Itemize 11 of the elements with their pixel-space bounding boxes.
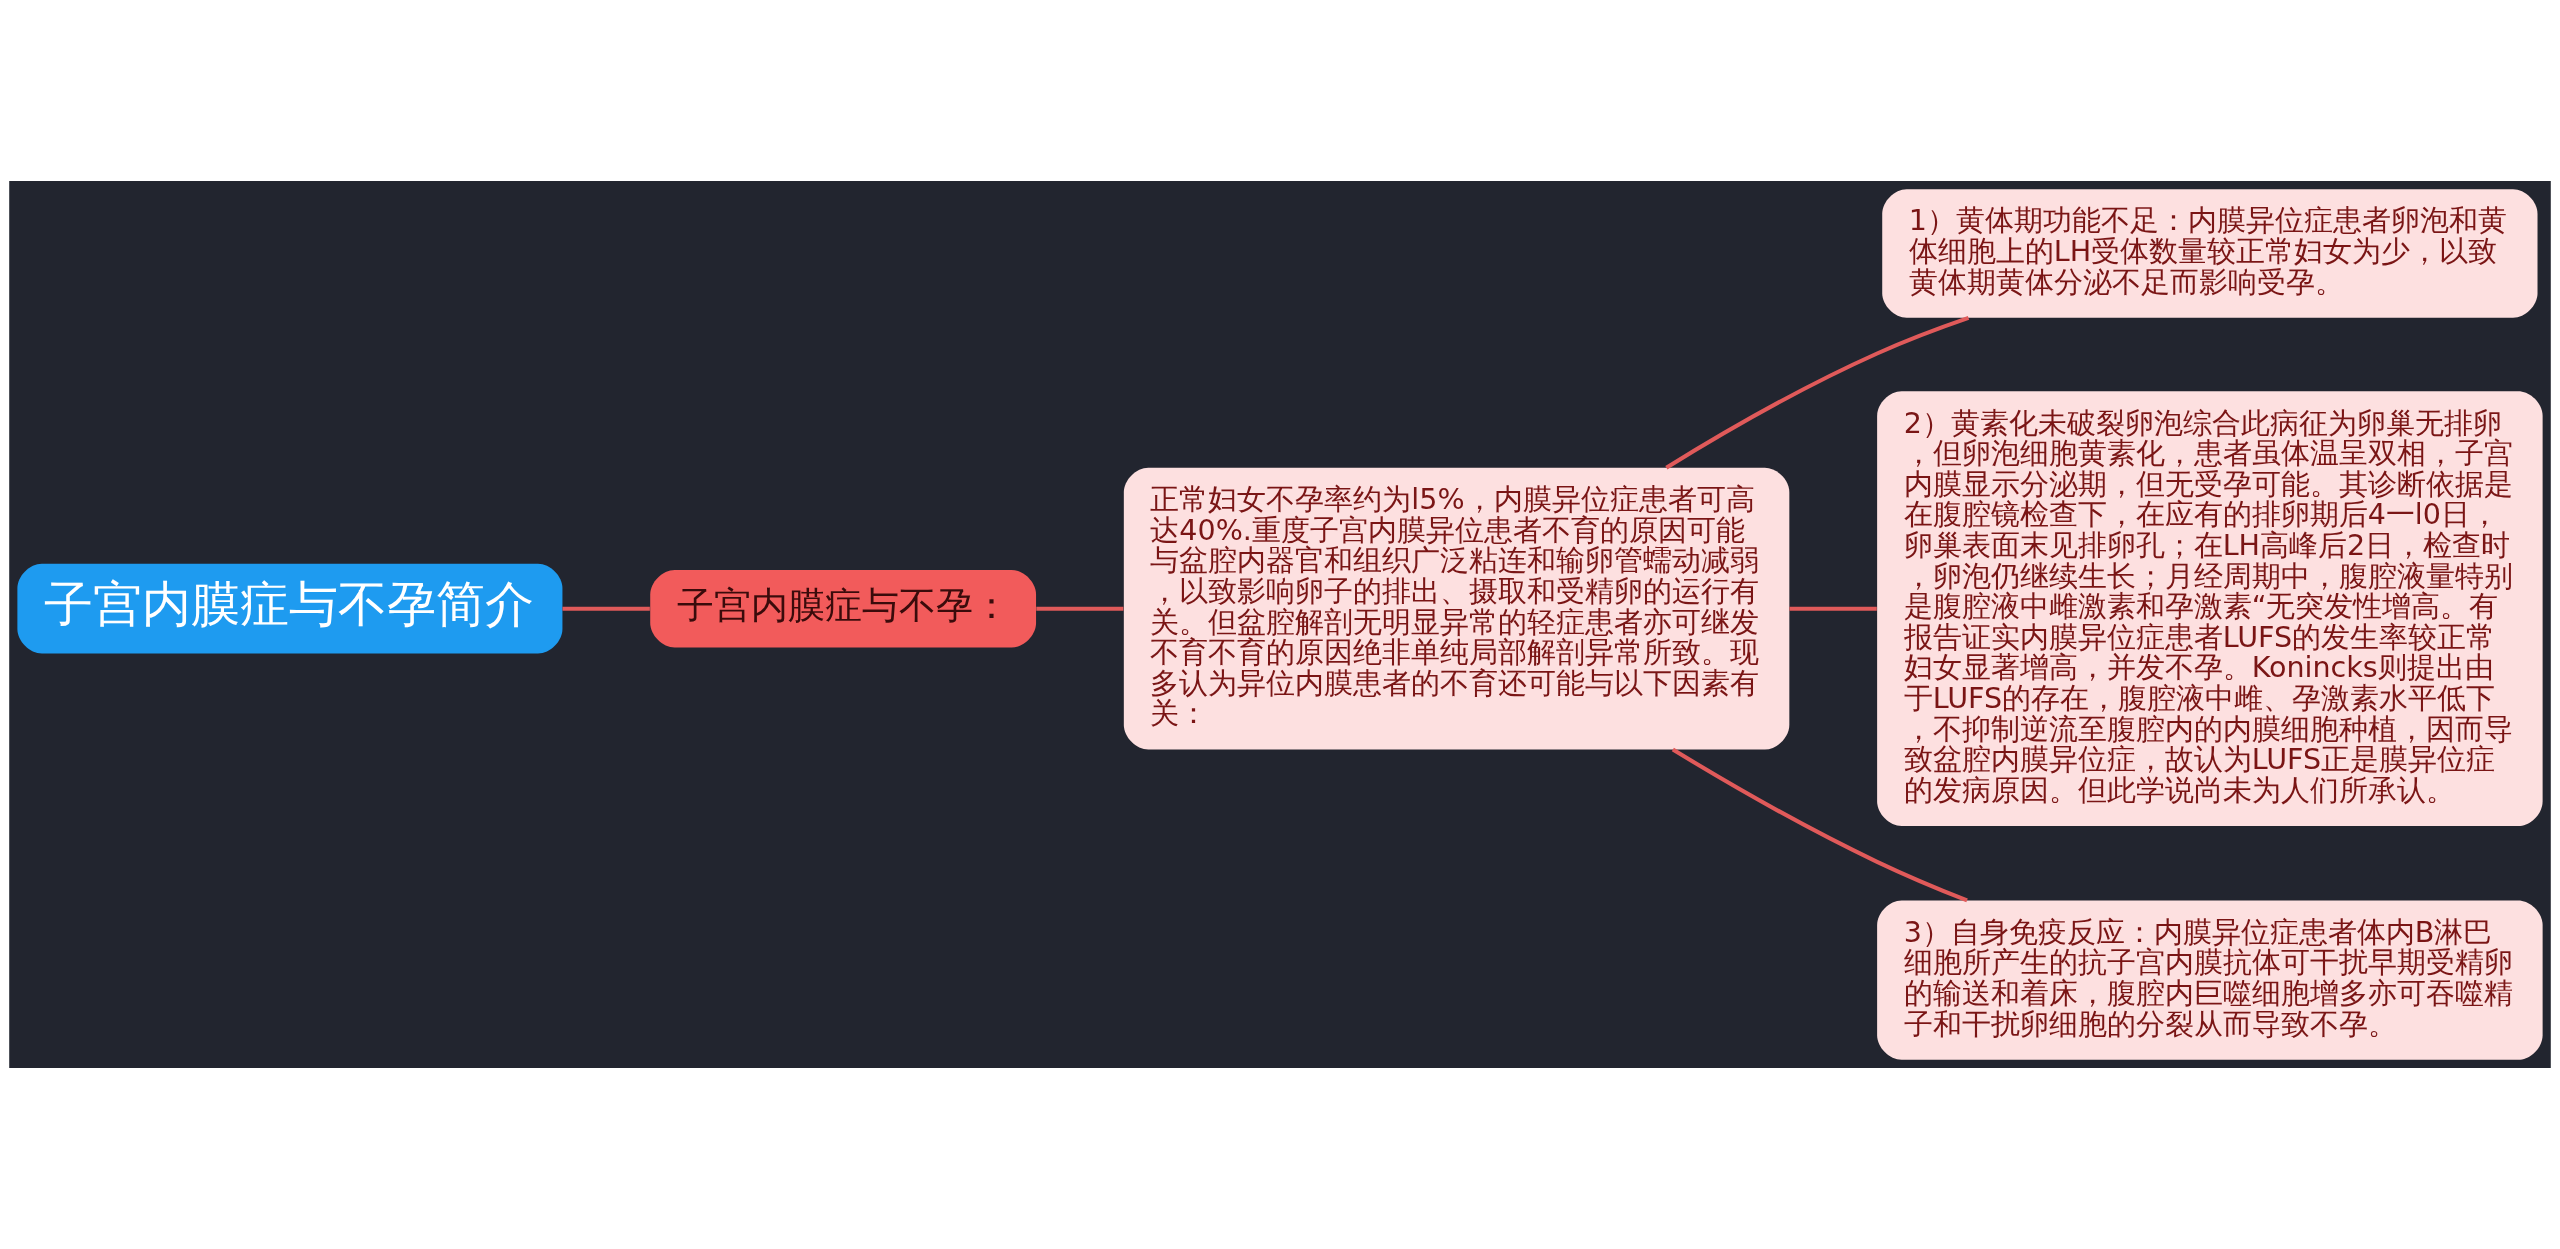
- node-box: 2）黄素化未破裂卵泡综合此病征为卵巢无排卵，但卵泡细胞黄素化，患者虽体温呈双相，子宫内膜显示分泌期，但无受孕可能。其诊断依据是在腹腔镜检查下，在应有的排卵期后4一l0日，卵巢表面末见排卵孔；在LH高峰后2日，检查时，卵泡仍继续生长；月经周期中，腹腔液量特别是腹腔液中雌激素和孕激素“无突发性增高。有报告证实内膜异位症患者LUFS的发生率较正常妇女显著增高，并发不孕。Konincks则提出由于LUFS的存在，腹腔液中雌、孕激素水平低下，不抑制逆流至腹腔内的内膜细胞种植，因而导致盆腔内膜异位症，故认为LUFS正是膜异位症的发病原因。但此学说尚未为人们所承认。: [1877, 391, 2543, 827]
- connector: [562, 606, 650, 611]
- connector: [1671, 747, 1968, 903]
- node-box: 正常妇女不孕率约为l5%，内膜异位症患者可高达40%.重度子宫内膜异位患者不育的原因可能与盆腔内器官和组织广泛粘连和输卵管蠕动减弱，以致影响卵子的排出、摄取和受精卵的运行有关。但盆腔解剖无明显异常的轻症患者亦可继发不育不育的原因绝非单纯局部解剖异常所致。现多认为异位内膜患者的不育还可能与以下因素有关：: [1123, 467, 1790, 750]
- connector: [1789, 606, 1877, 611]
- node-box: 3）自身免疫反应：内膜异位症患者体内B淋巴细胞所产生的抗子宫内膜抗体可干扰早期受精卵的输送和着床，腹腔内巨噬细胞增多亦可吞噬精子和干扰卵细胞的分裂从而导致不孕。: [1877, 900, 2543, 1060]
- connector: [1665, 316, 1970, 470]
- connector: [1036, 606, 1124, 611]
- node-box: 1）黄体期功能不足：内膜异位症患者卵泡和黄体细胞上的LH受体数量较正常妇女为少，以致黄体期黄体分泌不足而影响受孕。: [1882, 189, 2538, 318]
- node-box: 子宫内膜症与不孕：: [650, 569, 1037, 648]
- node-box: 子宫内膜症与不孕简介: [17, 563, 563, 654]
